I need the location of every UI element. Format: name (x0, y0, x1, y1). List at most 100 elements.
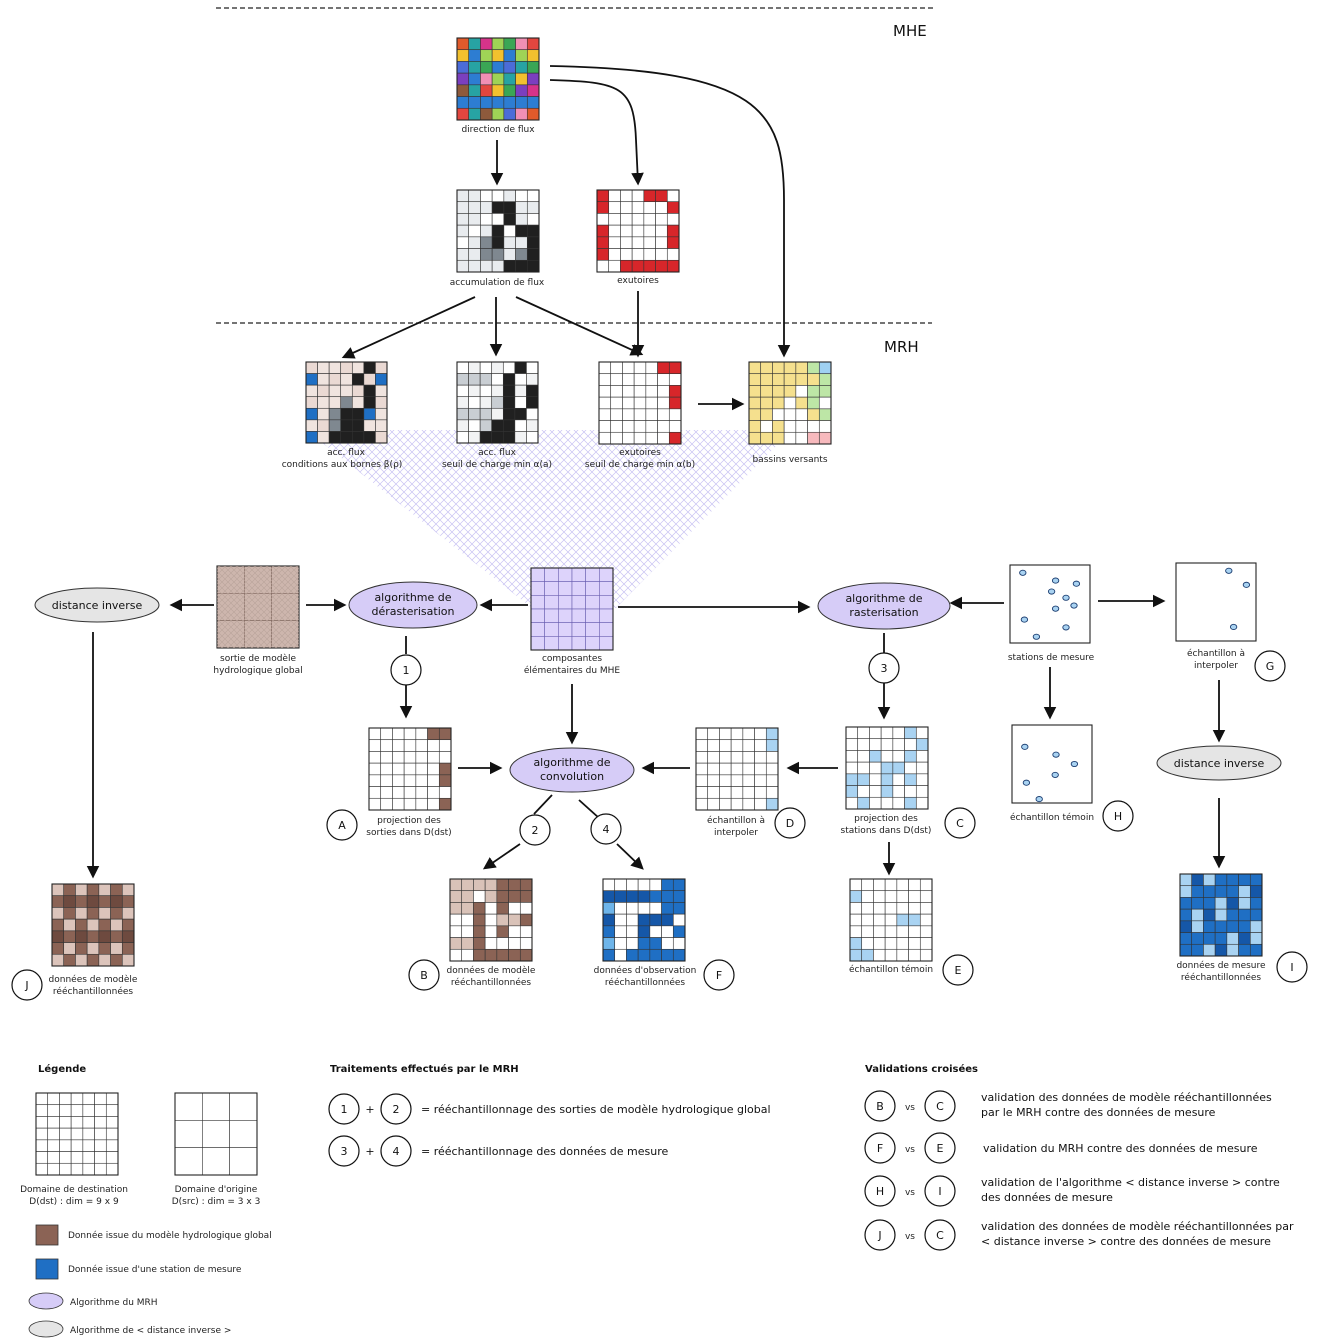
grid-cell (908, 913, 921, 927)
grid-cell (896, 878, 909, 892)
grid-cell (491, 189, 505, 203)
grid-cell (884, 925, 898, 938)
grid-cell (305, 396, 318, 409)
svg-text:G: G (1266, 660, 1275, 673)
grid-cell (121, 907, 135, 920)
grid-cell (484, 948, 498, 962)
grid-cell (526, 224, 540, 238)
grid-cell (473, 925, 486, 938)
grid-cell (631, 259, 645, 273)
grid-cell (807, 431, 820, 445)
grid-cell (503, 189, 516, 203)
grid-cell (368, 727, 382, 741)
grid-cell (760, 385, 773, 398)
grid-cell (526, 72, 540, 86)
grid-cell (598, 396, 612, 410)
grid-cell (468, 213, 481, 226)
grid-cell (121, 953, 135, 967)
grid-cell (63, 930, 76, 943)
grid-cell (661, 913, 674, 927)
grid-cell (596, 224, 610, 238)
grid-cell (1226, 943, 1239, 957)
grid-cell (748, 408, 762, 421)
grid-cell (1179, 908, 1193, 922)
grid-cell (47, 1092, 60, 1106)
grid-cell (468, 373, 481, 386)
grid-cell (508, 902, 521, 915)
grid-cell (772, 408, 785, 421)
grid-cell (599, 608, 614, 623)
grid-cell (599, 595, 614, 610)
grid-cell (461, 878, 474, 892)
grid-cell (340, 361, 353, 374)
grid-cell (51, 918, 65, 932)
grid-cell (807, 396, 820, 410)
grid-cell (456, 37, 470, 51)
grid-cell (375, 407, 388, 421)
treatments-plus-1: + (365, 1103, 374, 1116)
acc-beta-grid (305, 361, 388, 444)
grid-cell (94, 1104, 107, 1117)
grid-cell (620, 189, 633, 203)
grid-cell (380, 739, 393, 752)
grid-cell (892, 750, 905, 763)
grid-cell (484, 890, 498, 903)
grid-cell (754, 786, 767, 799)
grid-cell (643, 259, 656, 273)
grid-cell (456, 236, 470, 249)
grid-cell (98, 895, 111, 908)
grid-cell (392, 762, 405, 776)
grid-cell (643, 236, 656, 249)
grid-cell (59, 1162, 72, 1176)
grid-cell (456, 72, 470, 86)
grid-cell (351, 407, 365, 421)
grid-cell (438, 774, 452, 787)
grid-cell (919, 902, 933, 915)
grid-cell (672, 902, 686, 915)
grid-cell (526, 107, 540, 121)
grid-cell (608, 189, 621, 203)
grid-cell (363, 361, 376, 374)
grid-cell (403, 774, 417, 787)
grid-cell (503, 61, 516, 74)
grid-cell (105, 1127, 119, 1141)
grid-cell (668, 408, 682, 421)
grid-cell (602, 890, 616, 903)
grid-cell (884, 948, 898, 962)
grid-cell (666, 259, 680, 273)
grid-cell (110, 907, 123, 920)
grid-cell (351, 373, 365, 386)
grid-cell (880, 785, 894, 798)
grid-cell (857, 773, 870, 786)
grid-cell (415, 739, 428, 752)
svg-text:I: I (938, 1185, 941, 1198)
grid-cell (63, 907, 76, 920)
mrh-title: MRH (884, 338, 919, 356)
grid-cell (544, 622, 559, 637)
grid-cell (403, 797, 417, 811)
grid-cell (626, 948, 639, 962)
grid-cell (772, 431, 785, 445)
donnees-b-grid (449, 878, 533, 962)
grid-cell (544, 608, 559, 623)
validation-left-marker: H (864, 1175, 896, 1207)
grid-cell (526, 201, 540, 214)
grid-cell (174, 1120, 203, 1148)
grid-cell (519, 902, 533, 915)
grid-cell (94, 1151, 107, 1164)
grid-cell (608, 248, 621, 261)
grid-cell (884, 878, 898, 892)
grid-cell (1226, 920, 1239, 933)
grid-cell (514, 431, 527, 444)
grid-cell (626, 878, 639, 892)
grid-cell (845, 726, 859, 740)
grid-cell (491, 419, 504, 432)
grid-cell (70, 1151, 84, 1164)
grid-cell (818, 408, 832, 421)
treatments-row2-text: = rééchantillonnage des données de mesur… (421, 1145, 669, 1158)
grid-cell (1226, 932, 1239, 945)
convolution-algorithm: algorithme de convolution (509, 747, 635, 793)
svg-text:J: J (24, 979, 28, 992)
